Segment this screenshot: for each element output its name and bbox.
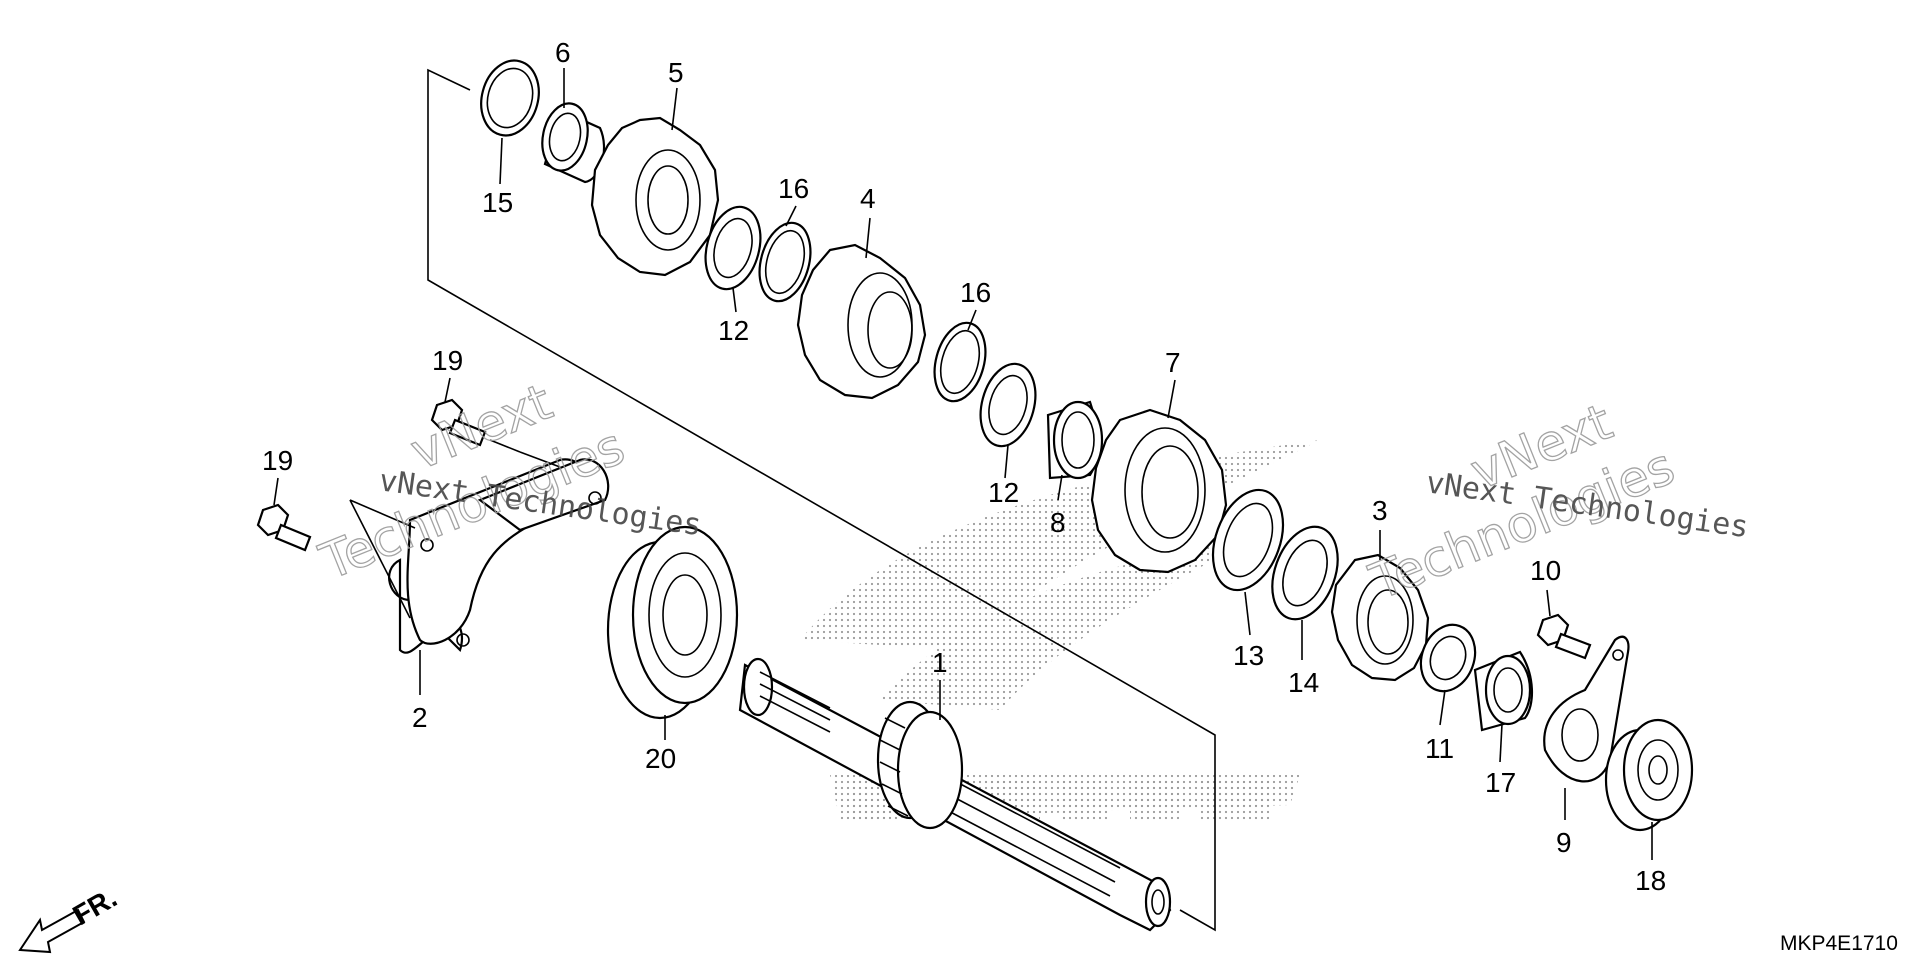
main-shaft — [738, 657, 1172, 932]
circlip-16-upper — [758, 221, 812, 303]
callout-20: 20 — [645, 743, 676, 774]
bearing-holder-plate-9 — [1543, 635, 1630, 783]
callout-12-upper: 12 — [718, 315, 749, 346]
callout-7: 7 — [1165, 347, 1181, 378]
spline-washer-14 — [1271, 525, 1339, 621]
callout-11: 11 — [1425, 733, 1454, 764]
callout-leaders — [273, 68, 1653, 860]
callout-19-lower: 19 — [262, 445, 293, 476]
circlip-15 — [480, 59, 540, 137]
callout-15: 15 — [482, 187, 513, 218]
callout-13: 13 — [1233, 640, 1264, 671]
setting-plate — [388, 458, 610, 654]
callout-3: 3 — [1372, 495, 1388, 526]
callout-18: 18 — [1635, 865, 1666, 896]
gear-4 — [796, 243, 927, 400]
gear-7 — [1090, 408, 1228, 574]
gear-3 — [1330, 553, 1430, 682]
spline-washer-12-upper — [704, 205, 762, 291]
bolt-leaders — [349, 439, 561, 619]
callout-6: 6 — [555, 37, 571, 68]
collar-6 — [541, 102, 605, 184]
assembly-frame — [427, 68, 1216, 932]
callout-19-upper: 19 — [432, 345, 463, 376]
callout-4: 4 — [860, 183, 876, 214]
gear-5 — [590, 116, 720, 277]
callout-17: 17 — [1485, 767, 1516, 798]
thrust-washer-11 — [1419, 623, 1477, 693]
callout-5: 5 — [668, 57, 684, 88]
callout-1: 1 — [932, 647, 948, 678]
callout-16-upper: 16 — [778, 173, 809, 204]
callout-labels: 1 2 3 4 5 6 7 8 9 10 11 12 12 13 14 15 1… — [262, 37, 1666, 896]
bolt-10 — [1536, 613, 1592, 660]
front-direction-arrow: FR. — [18, 882, 122, 954]
bolt-upper — [430, 398, 487, 447]
ball-bearing-18 — [1604, 718, 1694, 832]
ball-bearing — [606, 525, 739, 720]
circlip-16-lower — [933, 321, 987, 403]
lock-washer-13 — [1211, 488, 1285, 592]
bolt-lower — [256, 503, 312, 552]
callout-12-lower: 12 — [988, 477, 1019, 508]
spline-washer-12-lower — [979, 362, 1037, 448]
callout-14: 14 — [1288, 667, 1319, 698]
diagram-code: MKP4E1710 — [1780, 932, 1898, 955]
callout-2: 2 — [412, 702, 428, 733]
callout-10: 10 — [1530, 555, 1561, 586]
callout-8: 8 — [1050, 507, 1066, 538]
needle-bearing-17 — [1473, 650, 1534, 732]
needle-bearing-8 — [1046, 400, 1104, 480]
callout-9: 9 — [1556, 827, 1572, 858]
callout-16-lower: 16 — [960, 277, 991, 308]
